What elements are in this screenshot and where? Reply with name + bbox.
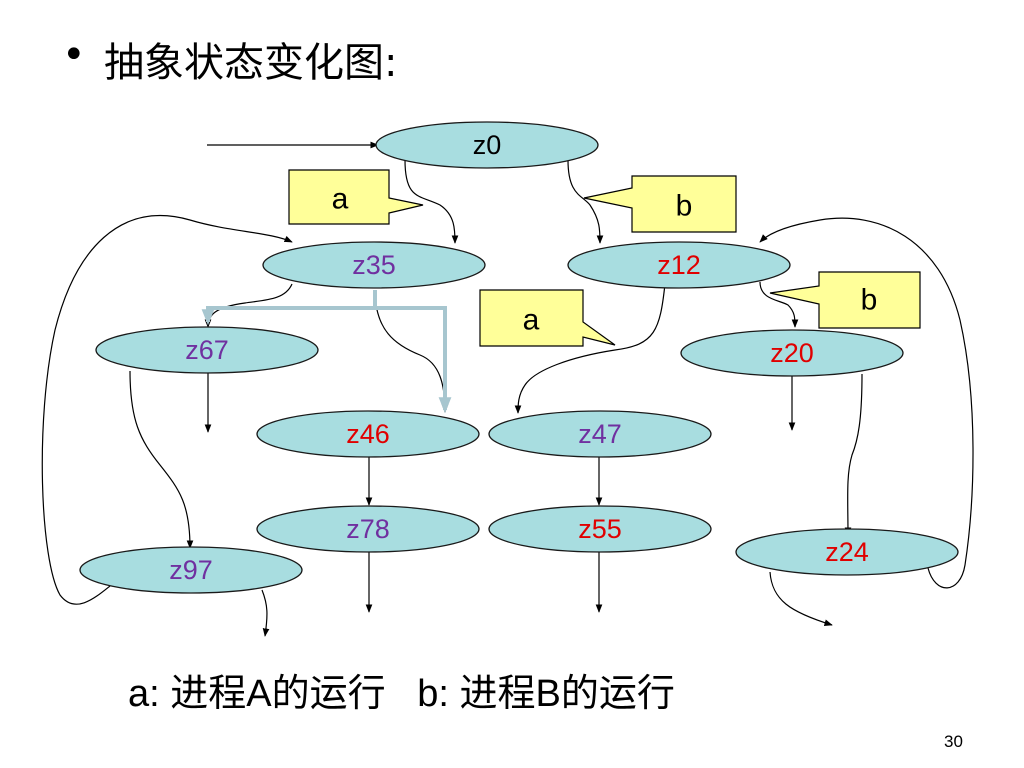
callout-b-2: b — [769, 271, 921, 329]
page-number: 30 — [944, 732, 963, 751]
node-label: z12 — [657, 250, 701, 280]
node-z12: z12 — [567, 241, 791, 289]
node-z24: z24 — [735, 528, 959, 576]
node-label: z55 — [578, 514, 622, 544]
edge-z67-z97 — [129, 370, 194, 549]
node-z0: z0 — [375, 121, 599, 169]
node-z78: z78 — [256, 505, 480, 553]
edge-z97-out — [261, 589, 270, 637]
edges — [41, 159, 974, 637]
node-label: z0 — [473, 130, 502, 160]
node-label: z67 — [185, 335, 229, 365]
highlight-path — [201, 290, 452, 414]
node-label: z24 — [825, 537, 869, 567]
node-label: z97 — [169, 555, 213, 585]
node-z67: z67 — [95, 326, 319, 374]
edge-z35-z67 — [204, 283, 293, 328]
node-label: z20 — [770, 338, 814, 368]
node-z35: z35 — [262, 241, 486, 289]
node-z55: z55 — [488, 505, 712, 553]
legend: a: 进程A的运行 b: 进程B的运行 — [128, 673, 675, 715]
node-label: z78 — [346, 514, 390, 544]
node-z20: z20 — [680, 329, 904, 377]
node-label: z46 — [346, 419, 390, 449]
edge-z35-z97-loop — [41, 215, 293, 605]
edge-z0-z35 — [404, 159, 459, 244]
edge-z12-z47 — [514, 283, 666, 414]
node-label: z35 — [352, 250, 396, 280]
node-z97: z97 — [79, 546, 303, 594]
callout-b-1: b — [583, 175, 737, 233]
edge-z20-z24 — [844, 373, 863, 536]
node-z47: z47 — [488, 410, 712, 458]
callout-label: b — [676, 190, 693, 223]
bullet-marker: • — [62, 32, 86, 78]
node-label: z47 — [578, 419, 622, 449]
callout-a-1: a — [288, 169, 424, 225]
edge-z24-z12-loop — [759, 217, 974, 589]
callout-label: a — [332, 183, 349, 216]
edge-z0-z12 — [567, 159, 604, 244]
edge-z12-z20 — [759, 281, 799, 328]
callout-label: a — [523, 304, 540, 337]
node-z46: z46 — [256, 410, 480, 458]
slide-title: 抽象状态变化图: — [104, 40, 398, 86]
edge-z24-out — [769, 571, 833, 626]
callout-a-2: a — [479, 289, 616, 347]
callout-label: b — [861, 284, 878, 317]
